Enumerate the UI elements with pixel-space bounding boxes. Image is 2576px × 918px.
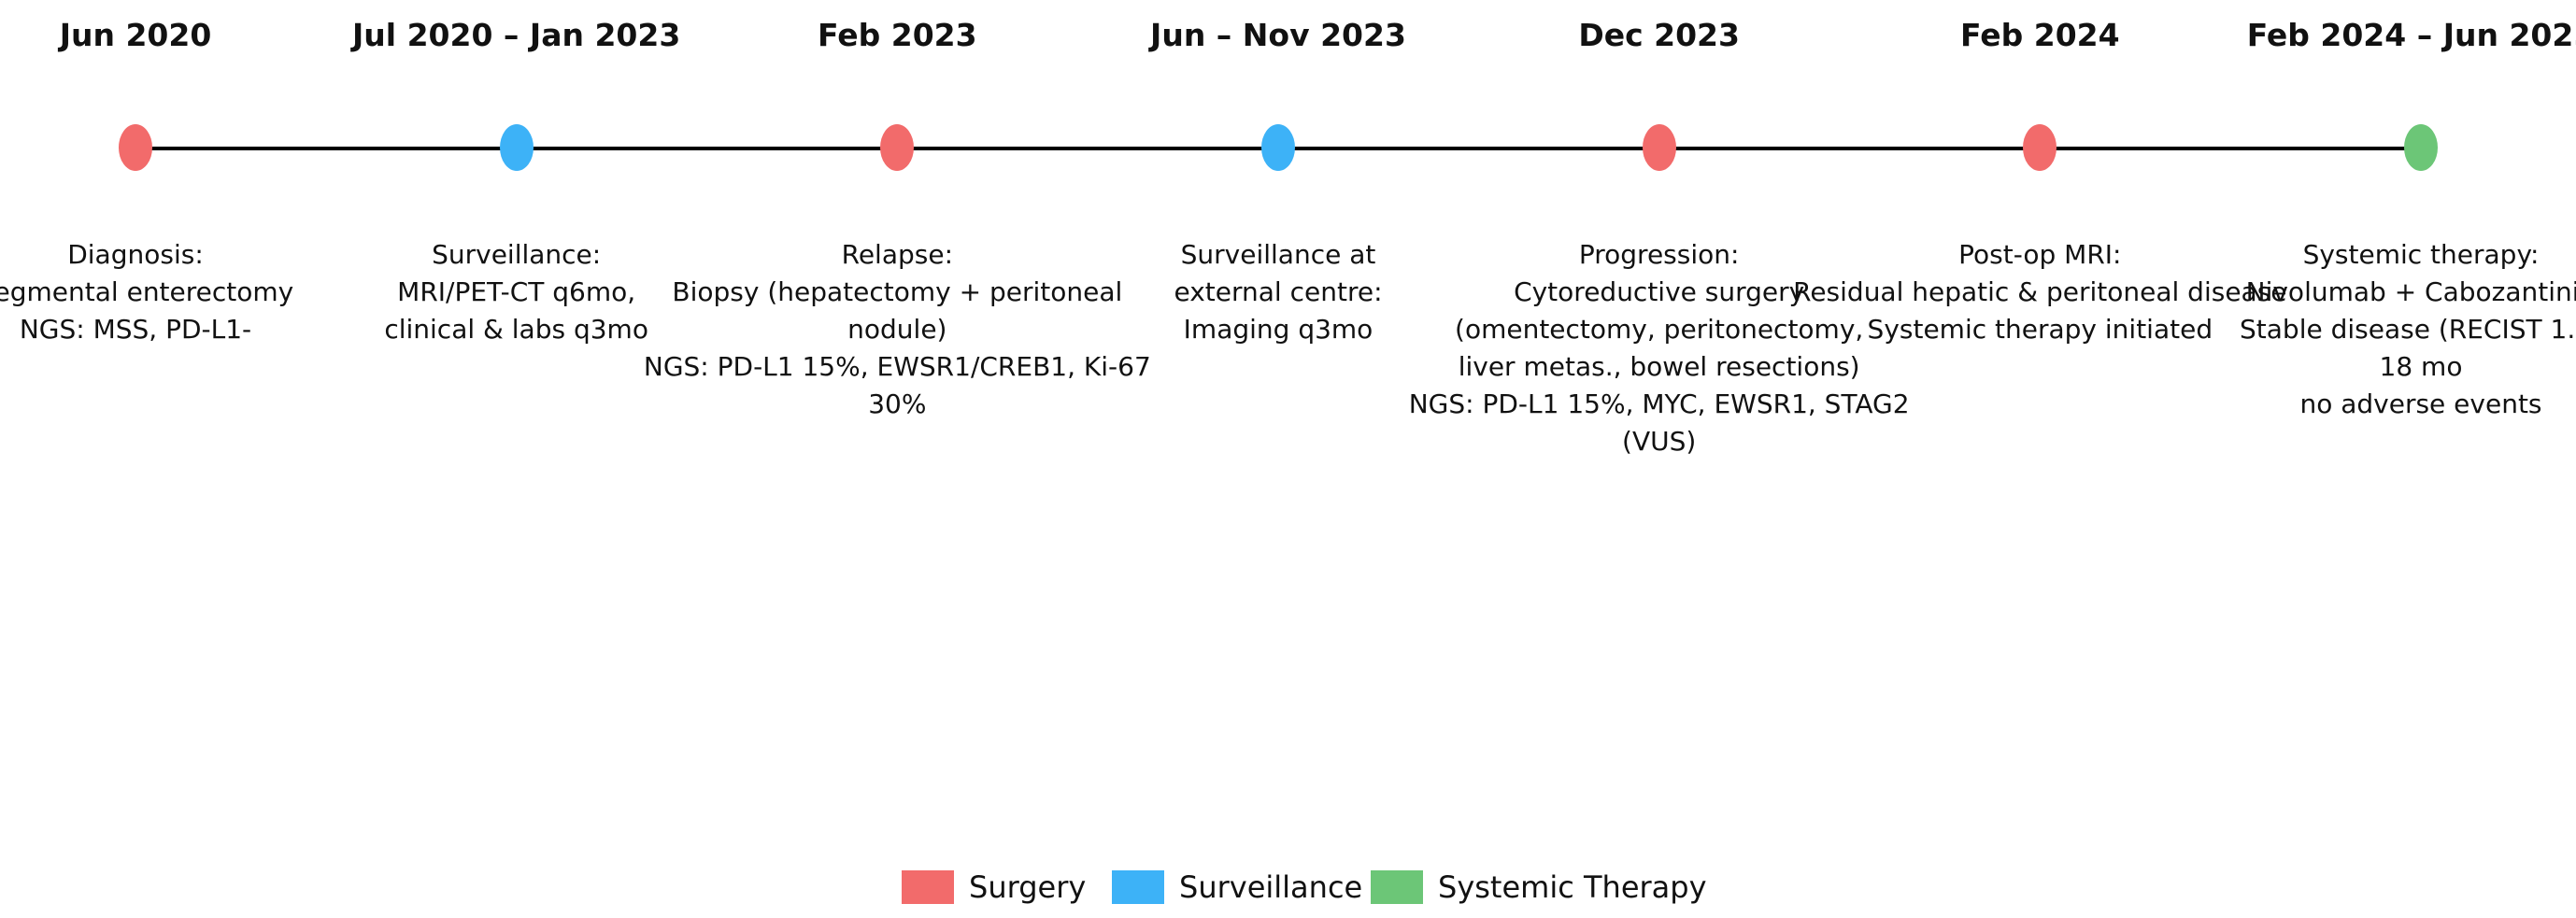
- event-date: Jul 2020 – Jan 2023: [352, 17, 681, 53]
- event-description: Progression: Cytoreductive surgery (omen…: [1408, 239, 1910, 457]
- event-marker-dot: [2404, 124, 2438, 171]
- event-date: Feb 2024 – Jun 2025: [2246, 17, 2576, 53]
- legend-label: Surveillance: [1179, 869, 1363, 905]
- legend-label: Systemic Therapy: [1438, 869, 1707, 905]
- event-description: Relapse: Biopsy (hepatectomy + peritonea…: [643, 239, 1151, 419]
- event-description: Diagnosis: Segmental enterectomy NGS: MS…: [0, 239, 294, 345]
- event-description: Surveillance: MRI/PET-CT q6mo, clinical …: [384, 239, 648, 345]
- legend-swatch: [902, 870, 954, 904]
- event-date: Feb 2023: [818, 17, 977, 53]
- event-description: Systemic therapy: Nivolumab + Cabozantin…: [2240, 239, 2576, 419]
- event-date: Feb 2024: [1960, 17, 2120, 53]
- legend: Surgery Surveillance Systemic Therapy: [0, 867, 2576, 908]
- event-description: Post-op MRI: Residual hepatic & peritone…: [1793, 239, 2287, 345]
- event-marker-dot: [880, 124, 915, 171]
- event-marker-dot: [119, 124, 152, 171]
- legend-label: Surgery: [969, 869, 1087, 905]
- event-date: Jun – Nov 2023: [1150, 17, 1406, 53]
- legend-swatch: [1112, 870, 1164, 904]
- event-marker-dot: [1642, 124, 1676, 171]
- event-description: Surveillance at external centre: Imaging…: [1174, 239, 1383, 345]
- event-date: Jun 2020: [59, 17, 212, 53]
- event-date: Dec 2023: [1578, 17, 1740, 53]
- event-marker-dot: [499, 124, 534, 171]
- legend-item-systemic-therapy: Systemic Therapy: [1371, 867, 1707, 908]
- legend-swatch: [1371, 870, 1423, 904]
- legend-item-surveillance: Surveillance: [1112, 867, 1362, 908]
- legend-item-surgery: Surgery: [902, 867, 1086, 908]
- event-marker-dot: [2023, 124, 2057, 171]
- event-marker-dot: [1261, 124, 1295, 171]
